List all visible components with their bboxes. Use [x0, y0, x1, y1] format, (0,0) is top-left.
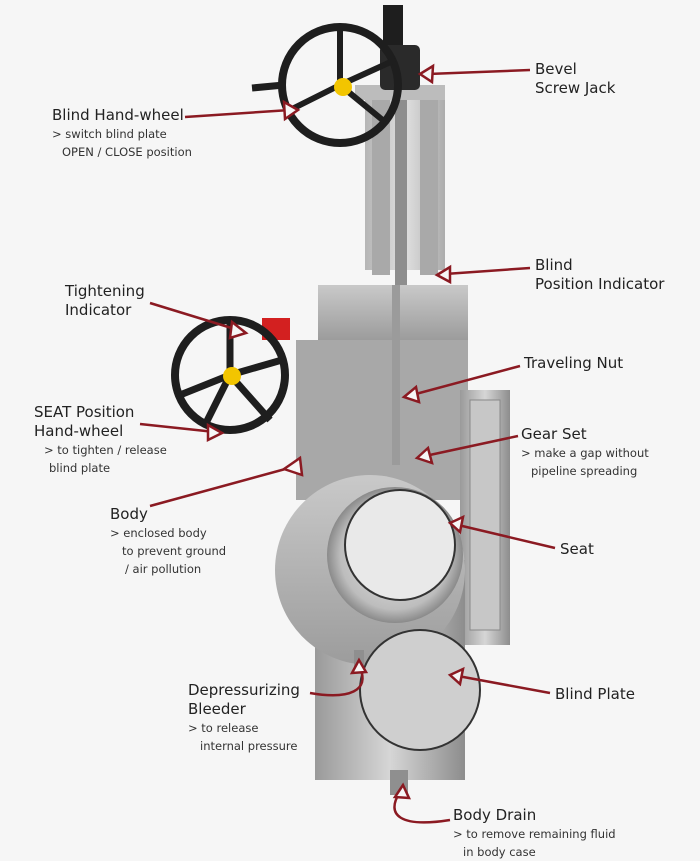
label-title: Gear Set	[521, 425, 587, 443]
label-gear-set: Gear Set > make a gap without pipeline s…	[521, 425, 649, 480]
arrow-body-drain	[393, 791, 451, 824]
label-body-drain: Body Drain > to remove remaining fluid i…	[453, 806, 616, 861]
screw-jack-frame	[355, 5, 445, 290]
label-seat-position-hand-wheel: SEAT Position Hand-wheel > to tighten / …	[34, 403, 167, 477]
label-body: Body > enclosed body to prevent ground /…	[110, 505, 226, 578]
label-blind-position-indicator: Blind Position Indicator	[535, 256, 664, 294]
arrow-bevel-screw-jack	[427, 68, 531, 76]
label-title: Blind Plate	[555, 685, 635, 703]
label-title: Tightening	[65, 282, 145, 300]
callout-arrows	[139, 68, 556, 824]
label-desc: blind plate	[49, 461, 111, 475]
label-desc: in body case	[463, 845, 536, 859]
arrow-tightening-indicator	[149, 301, 239, 332]
arrow-bleeder	[309, 667, 364, 697]
label-bevel-screw-jack: Bevel Screw Jack	[535, 60, 615, 98]
arrow-body	[149, 463, 301, 508]
label-title: Indicator	[65, 301, 132, 319]
label-desc: > to remove remaining fluid	[453, 827, 616, 841]
arrow-traveling-nut	[411, 364, 521, 397]
blind-hand-wheel-graphic	[251, 23, 402, 147]
arrow-blind-plate	[457, 674, 551, 695]
label-traveling-nut: Traveling Nut	[524, 354, 623, 373]
label-title: Seat	[560, 540, 594, 558]
label-desc: > enclosed body	[110, 526, 207, 540]
label-seat: Seat	[560, 540, 594, 559]
arrow-seat-hand-wheel	[139, 422, 216, 434]
label-title: Body Drain	[453, 806, 537, 824]
label-title: SEAT Position	[34, 403, 135, 421]
label-title: Bevel	[535, 60, 577, 78]
label-blind-plate: Blind Plate	[555, 685, 635, 704]
arrow-gear-set	[424, 434, 519, 458]
label-title: Hand-wheel	[34, 422, 124, 440]
label-tightening-indicator: Tightening Indicator	[65, 282, 145, 320]
label-desc: > to release	[188, 721, 259, 735]
arrow-blind-hand-wheel	[184, 108, 291, 119]
label-title: Traveling Nut	[524, 354, 624, 372]
label-desc: > to tighten / release	[44, 443, 167, 457]
label-title: Depressurizing	[188, 681, 300, 699]
label-title: Blind Hand-wheel	[52, 106, 184, 124]
arrow-blind-position-indicator	[444, 266, 531, 276]
label-desc: > make a gap without	[521, 446, 649, 460]
arrow-heads	[206, 63, 465, 800]
valve-body-graphic	[275, 285, 510, 795]
label-desc: OPEN / CLOSE position	[62, 145, 192, 159]
label-desc: > switch blind plate	[52, 127, 167, 141]
label-blind-hand-wheel: Blind Hand-wheel > switch blind plate OP…	[52, 106, 192, 161]
label-desc: pipeline spreading	[531, 464, 638, 478]
label-title: Bleeder	[188, 700, 246, 718]
label-title: Screw Jack	[535, 79, 616, 97]
label-title: Body	[110, 505, 148, 523]
arrow-seat	[457, 523, 556, 550]
label-depressurizing-bleeder: Depressurizing Bleeder > to release inte…	[188, 681, 300, 755]
label-desc: internal pressure	[200, 739, 298, 753]
label-title: Position Indicator	[535, 275, 665, 293]
seat-hand-wheel-graphic	[171, 316, 290, 434]
label-desc: / air pollution	[125, 562, 202, 576]
label-title: Blind	[535, 256, 573, 274]
label-desc: to prevent ground	[122, 544, 227, 558]
